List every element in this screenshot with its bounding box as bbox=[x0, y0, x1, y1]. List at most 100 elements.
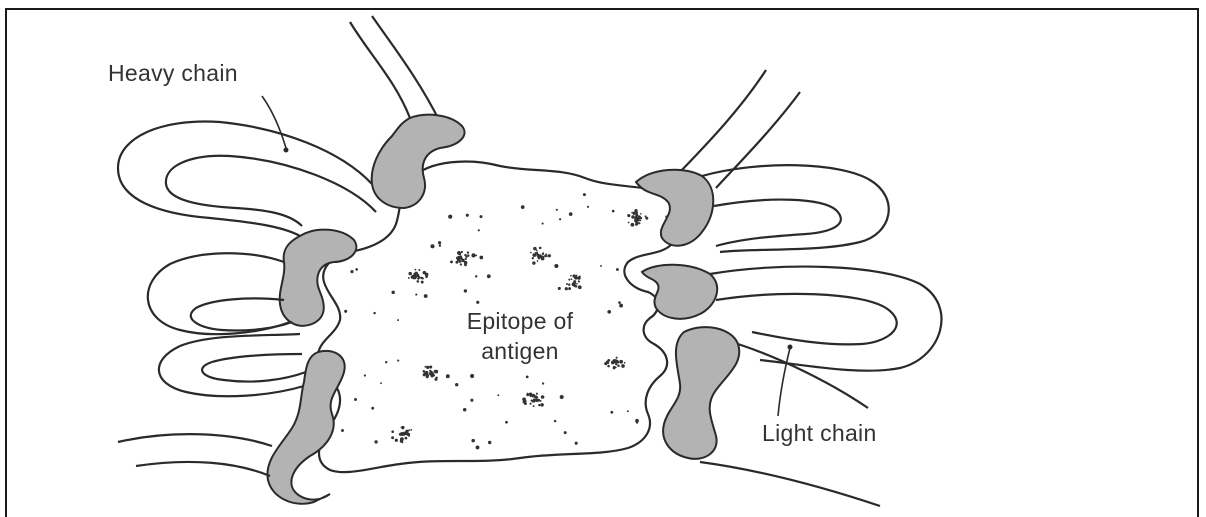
stipple-cluster-dot bbox=[621, 364, 625, 368]
stipple-cluster-dot bbox=[421, 281, 424, 284]
stipple-dot bbox=[476, 301, 479, 304]
stipple-cluster-dot bbox=[541, 255, 544, 258]
stipple-cluster-dot bbox=[410, 429, 412, 431]
stipple-dot bbox=[455, 383, 458, 386]
stipple-dot bbox=[532, 257, 534, 259]
stipple-cluster-dot bbox=[635, 215, 637, 217]
stipple-cluster-dot bbox=[577, 276, 580, 279]
stipple-dot bbox=[560, 395, 564, 399]
heavy-chain-loop-1-outer bbox=[118, 121, 372, 236]
stipple-cluster-dot bbox=[465, 256, 467, 258]
stipple-dot bbox=[475, 275, 477, 277]
epitope-label-line-2: antigen bbox=[420, 336, 620, 366]
stipple-cluster-dot bbox=[457, 256, 460, 259]
stipple-cluster-dot bbox=[429, 373, 431, 375]
stipple-cluster-dot bbox=[413, 276, 416, 279]
stipple-dot bbox=[415, 294, 417, 296]
heavy-chain-leader-dot bbox=[284, 148, 289, 153]
stipple-cluster-dot bbox=[417, 272, 419, 274]
stipple-cluster-dot bbox=[548, 254, 551, 257]
stipple-cluster-dot bbox=[546, 255, 548, 257]
stipple-cluster-dot bbox=[576, 283, 578, 285]
stipple-cluster-dot bbox=[413, 273, 416, 276]
stipple-cluster-dot bbox=[533, 247, 537, 251]
stipple-dot bbox=[463, 408, 466, 411]
stipple-cluster-dot bbox=[536, 249, 538, 251]
stipple-cluster-dot bbox=[645, 215, 647, 217]
stipple-dot bbox=[618, 301, 621, 304]
stipple-cluster-dot bbox=[578, 285, 582, 289]
stipple-dot bbox=[575, 442, 578, 445]
light-chain-leader-dot bbox=[788, 345, 793, 350]
stipple-dot bbox=[470, 399, 473, 402]
stipple-cluster-dot bbox=[540, 403, 544, 407]
stipple-cluster-dot bbox=[431, 374, 434, 377]
stipple-cluster-dot bbox=[408, 429, 410, 431]
stipple-cluster-dot bbox=[633, 212, 636, 215]
stipple-cluster-dot bbox=[539, 256, 541, 258]
stipple-dot bbox=[479, 256, 483, 260]
heavy-chain-loop-2-inner bbox=[191, 298, 292, 330]
stipple-cluster-dot bbox=[566, 283, 568, 285]
stipple-cluster-dot bbox=[634, 219, 638, 223]
stipple-dot bbox=[610, 411, 613, 414]
stipple-dot bbox=[344, 310, 347, 313]
stipple-cluster-dot bbox=[640, 220, 642, 222]
stipple-dot bbox=[488, 441, 491, 444]
stipple-cluster-dot bbox=[464, 263, 467, 266]
heavy-chain-leader-line bbox=[262, 96, 286, 148]
heavy-chain-upper-strand-outer bbox=[350, 22, 410, 118]
stipple-dot bbox=[439, 244, 441, 246]
stipple-cluster-dot bbox=[574, 282, 576, 284]
stipple-cluster-dot bbox=[568, 287, 571, 290]
stipple-cluster-dot bbox=[401, 441, 403, 443]
stipple-dot bbox=[542, 223, 544, 225]
stipple-dot bbox=[478, 229, 480, 231]
stipple-dot bbox=[380, 382, 382, 384]
stipple-dot bbox=[487, 274, 491, 278]
stipple-dot bbox=[391, 291, 394, 294]
stipple-cluster-dot bbox=[461, 259, 464, 262]
stipple-dot bbox=[371, 407, 374, 410]
stipple-cluster-dot bbox=[526, 393, 529, 396]
stipple-cluster-dot bbox=[532, 253, 536, 257]
heavy-chain-loop-3-outer bbox=[159, 334, 304, 396]
stipple-cluster-dot bbox=[615, 366, 617, 368]
stipple-dot bbox=[385, 361, 387, 363]
stipple-cluster-dot bbox=[565, 287, 568, 290]
stipple-cluster-dot bbox=[461, 251, 463, 253]
stipple-cluster-dot bbox=[539, 247, 542, 250]
light-chain-upper-strand-2 bbox=[716, 92, 800, 188]
stipple-cluster-dot bbox=[545, 253, 547, 255]
stipple-cluster-dot bbox=[458, 252, 461, 255]
stipple-dot bbox=[558, 287, 561, 290]
stipple-dot bbox=[438, 241, 441, 244]
stipple-cluster-dot bbox=[535, 399, 539, 403]
stipple-cluster-dot bbox=[530, 403, 532, 405]
stipple-dot bbox=[612, 210, 615, 213]
stipple-cluster-dot bbox=[542, 253, 544, 255]
stipple-dot bbox=[374, 440, 377, 443]
light-chain-loop-2-inner bbox=[716, 294, 897, 345]
stipple-dot bbox=[364, 374, 366, 376]
stipple-dot bbox=[476, 445, 480, 449]
stipple-dot bbox=[464, 289, 467, 292]
stipple-cluster-dot bbox=[458, 260, 460, 262]
light-chain-label: Light chain bbox=[762, 420, 877, 447]
light-chain-lower-strand-2 bbox=[700, 462, 880, 506]
stipple-dot bbox=[470, 374, 474, 378]
stipple-dot bbox=[350, 270, 353, 273]
stipple-dot bbox=[505, 421, 508, 424]
stipple-cluster-dot bbox=[417, 277, 419, 279]
stipple-dot bbox=[554, 264, 558, 268]
stipple-cluster-dot bbox=[634, 209, 637, 212]
light-chain-upper-strand-1 bbox=[680, 70, 766, 172]
light-chain-loop-1-outer bbox=[702, 165, 889, 252]
stipple-dot bbox=[448, 215, 452, 219]
heavy-chain-lower-strand-2 bbox=[136, 462, 270, 476]
stipple-cluster-dot bbox=[541, 395, 545, 399]
stipple-cluster-dot bbox=[533, 399, 536, 402]
stipple-dot bbox=[373, 312, 375, 314]
stipple-dot bbox=[526, 376, 529, 379]
stipple-dot bbox=[341, 429, 344, 432]
